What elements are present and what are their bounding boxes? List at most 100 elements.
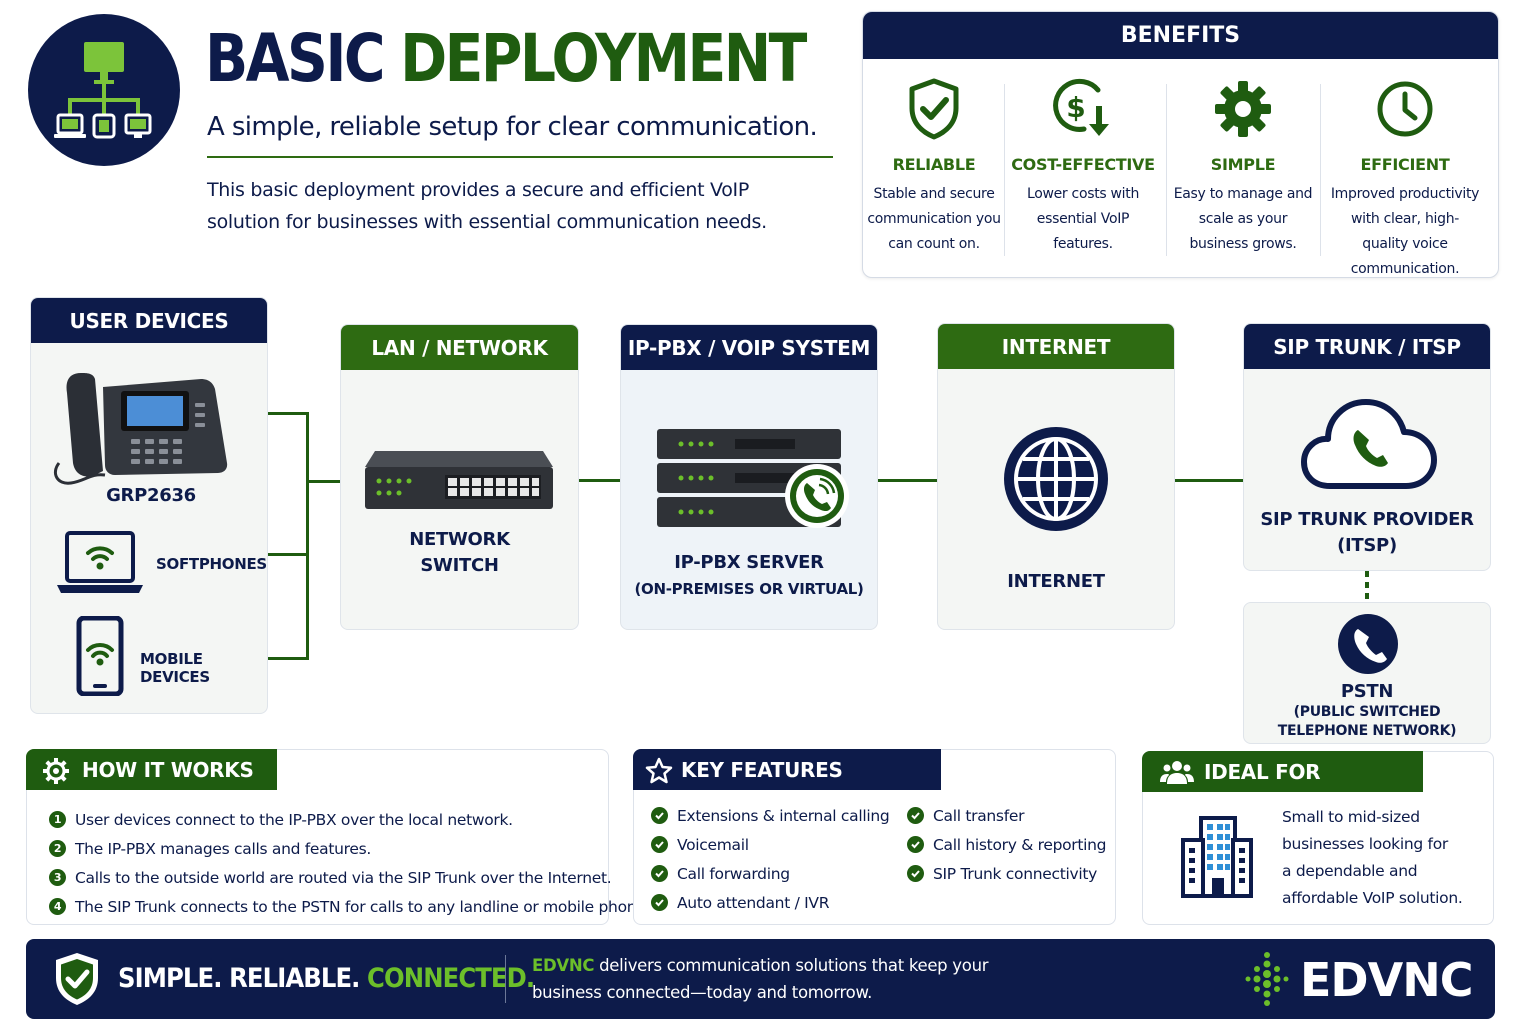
key-features-box: KEY FEATURES INCLUDED Extensions & inter… [633, 749, 1116, 925]
ip-pbx-heading: IP-PBX / VOIP SYSTEM [621, 325, 877, 370]
pstn-panel: PSTN (PUBLIC SWITCHED TELEPHONE NETWORK) [1243, 602, 1491, 744]
feature-text: Extensions & internal calling [677, 806, 890, 825]
ideal-for-line: a dependable and [1282, 862, 1418, 880]
step-text: The SIP Trunk connects to the PSTN for c… [75, 897, 651, 916]
desk-phone-icon [54, 373, 228, 485]
ideal-for-line: businesses looking for [1282, 835, 1448, 853]
footer-banner: SIMPLE. RELIABLE. CONNECTED. EDVNC deliv… [26, 939, 1495, 1019]
benefit-efficient: EFFICIENT Improved productivity with cle… [1330, 77, 1480, 277]
list-item: Call history & reporting [907, 830, 1107, 859]
network-switch-label-line2: SWITCH [420, 555, 499, 576]
ip-pbx-label: IP-PBX SERVER [674, 552, 824, 573]
connector-line [268, 553, 308, 556]
benefit-desc: Lower costs with essential VoIP features… [1026, 186, 1140, 252]
list-item: Auto attendant / IVR [651, 888, 889, 917]
gear-icon [1215, 81, 1271, 137]
benefit-divider [1320, 84, 1321, 256]
internet-heading: INTERNET [938, 324, 1174, 369]
feature-text: Auto attendant / IVR [677, 893, 830, 912]
network-switch-label-line1: NETWORK [409, 529, 510, 550]
connector-line [268, 412, 308, 415]
benefit-divider [1166, 84, 1167, 256]
key-features-heading: KEY FEATURES INCLUDED [633, 749, 941, 824]
user-devices-panel: USER DEVICES GRP2636 SOFTPHONES MOBILE D… [30, 297, 268, 714]
dollar-down-icon: $ [1053, 78, 1109, 136]
pstn-sublabel: (PUBLIC SWITCHED TELEPHONE NETWORK) [1244, 703, 1490, 741]
gear-icon [43, 758, 69, 784]
title-part1: BASIC [205, 20, 386, 97]
sip-provider-line2: (ITSP) [1337, 535, 1397, 556]
benefits-panel: BENEFITS RELIABLE Stable and secure comm… [862, 11, 1499, 278]
slogan-part1: SIMPLE. RELIABLE. [118, 963, 360, 994]
ideal-for-heading: IDEAL FOR [1142, 751, 1423, 792]
benefit-divider [1004, 84, 1005, 256]
intro-text: This basic deployment provides a secure … [207, 179, 767, 233]
list-item: Call transfer [907, 801, 1106, 830]
check-icon [651, 865, 668, 882]
benefit-desc: Stable and secure communication you can … [867, 186, 1001, 252]
phone-model-label: GRP2636 [106, 485, 196, 506]
connector-line [579, 479, 621, 482]
connector-line [306, 412, 309, 660]
check-icon [907, 865, 924, 882]
benefits-heading: BENEFITS [863, 12, 1498, 59]
sip-provider-label: SIP TRUNK PROVIDER (ITSP) [1244, 507, 1490, 559]
phone-handset-icon [1338, 614, 1398, 674]
lan-network-panel: LAN / NETWORK NETWORK SWITCH [340, 324, 579, 630]
lan-heading: LAN / NETWORK [341, 325, 578, 370]
sip-trunk-panel: SIP TRUNK / ITSP SIP TRUNK PROVIDER (ITS… [1243, 323, 1491, 571]
brand-logo-text: EDVNC [1300, 953, 1473, 1007]
feature-text: Call transfer [933, 806, 1025, 825]
check-icon [651, 807, 668, 824]
pstn-sub-line2: TELEPHONE NETWORK) [1277, 723, 1457, 739]
ideal-for-line: affordable VoIP solution. [1282, 889, 1463, 907]
features-list-col1: Extensions & internal calling Voicemail … [651, 801, 890, 917]
footer-text: EDVNC delivers communication solutions t… [532, 952, 992, 1006]
key-features-title: KEY FEATURES INCLUDED [681, 758, 843, 824]
feature-text: SIP Trunk connectivity [933, 864, 1098, 883]
benefit-title: RELIABLE [892, 155, 976, 174]
title-divider [207, 156, 833, 158]
network-switch-label: NETWORK SWITCH [341, 527, 578, 579]
benefit-cost-effective: $ COST-EFFECTIVE Lower costs with essent… [1008, 77, 1158, 257]
list-item: SIP Trunk connectivity [907, 859, 1106, 888]
step-number: 2 [49, 840, 66, 857]
page-subtitle: A simple, reliable setup for clear commu… [207, 112, 818, 142]
benefit-reliable: RELIABLE Stable and secure communication… [863, 77, 1009, 257]
cloud-phone-icon [1301, 399, 1437, 489]
server-rack-icon [657, 429, 849, 528]
benefit-desc: Easy to manage and scale as your busines… [1173, 186, 1313, 252]
softphones-label: SOFTPHONES [156, 555, 267, 573]
step-number: 3 [49, 869, 66, 886]
clock-icon [1377, 81, 1433, 137]
network-switch-icon [365, 451, 553, 509]
connector-line [1175, 479, 1244, 482]
sip-heading: SIP TRUNK / ITSP [1244, 324, 1490, 369]
benefit-title: EFFICIENT [1360, 155, 1450, 174]
shield-check-icon [56, 953, 98, 1005]
list-item: Voicemail [651, 830, 889, 859]
pstn-sub-line1: (PUBLIC SWITCHED [1293, 704, 1441, 720]
footer-text-rest: delivers communication solutions that ke… [532, 956, 989, 1002]
step-text: Calls to the outside world are routed vi… [75, 868, 612, 887]
how-it-works-title: HOW IT WORKS [82, 758, 254, 782]
benefit-desc: Improved productivity with clear, high-q… [1330, 186, 1480, 277]
list-item: Call forwarding [651, 859, 889, 888]
how-it-works-heading: HOW IT WORKS [26, 749, 277, 790]
features-list-col2: Call transfer Call history & reporting S… [907, 801, 1107, 888]
page-title: BASIC DEPLOYMENT [205, 20, 807, 97]
star-icon [645, 757, 673, 784]
list-item: 3 Calls to the outside world are routed v… [49, 863, 650, 892]
shield-check-icon [909, 78, 959, 140]
footer-slogan: SIMPLE. RELIABLE. CONNECTED. [118, 963, 535, 994]
connector-line [878, 479, 938, 482]
title-part2: DEPLOYMENT [400, 20, 807, 97]
step-number: 1 [49, 811, 66, 828]
sip-provider-line1: SIP TRUNK PROVIDER [1260, 509, 1474, 530]
slogan-part2: CONNECTED. [367, 963, 535, 994]
ideal-for-box: IDEAL FOR Small to mid-sized businesses … [1142, 751, 1494, 925]
dotted-connector [1365, 571, 1369, 603]
benefit-title: COST-EFFECTIVE [1011, 155, 1155, 174]
